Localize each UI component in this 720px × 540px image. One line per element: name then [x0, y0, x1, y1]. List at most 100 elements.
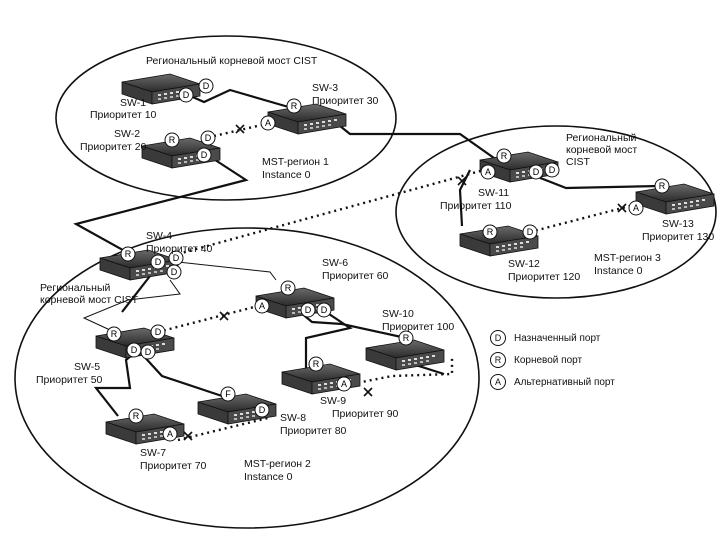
region-2-boundary	[14, 227, 480, 529]
port-letter: A	[485, 167, 491, 177]
port-letter: R	[169, 135, 176, 145]
port-letter: D	[321, 305, 328, 315]
port-badge-root: R	[128, 408, 144, 424]
port-badge-designated: D	[300, 302, 316, 318]
blocked-x-marker	[617, 203, 627, 213]
switch-label-sw2: SW-2	[114, 128, 141, 140]
switch-priority-sw6: Приоритет 60	[322, 270, 389, 282]
region-3-instance: Instance 0	[594, 265, 643, 277]
region-3-root-label-text: Региональный корневой мост CIST	[566, 132, 638, 168]
port-letter: D	[205, 133, 212, 143]
switch-priority-sw2: Приоритет 20	[80, 141, 147, 153]
port-badge-alternate: A	[162, 426, 178, 442]
switch-priority-sw1: Приоритет 10	[90, 109, 157, 121]
port-badge-designated: D	[140, 344, 156, 360]
port-letter: R	[125, 249, 132, 259]
switch-priority-sw8: Приоритет 80	[280, 425, 347, 437]
port-badge-designated: D	[150, 324, 166, 340]
switch-label-sw3: SW-3	[312, 82, 339, 94]
legend-text: Альтернативный порт	[514, 376, 615, 388]
switch-label-sw5: SW-5	[74, 361, 101, 373]
switch-icon-sw13	[635, 183, 715, 215]
port-badge-designated: D	[166, 264, 182, 280]
switch-label-sw9: SW-9	[320, 395, 347, 407]
port-badge-alternate: A	[260, 115, 276, 131]
port-badge-root: R	[398, 330, 414, 346]
switch-label-sw13: SW-13	[662, 218, 694, 230]
legend-item-alternate: A Альтернативный порт	[490, 374, 615, 390]
port-badge-alternate: A	[628, 200, 644, 216]
switch-label-sw8: SW-8	[280, 412, 307, 424]
port-letter: D	[305, 305, 312, 315]
port-letter: D	[183, 90, 190, 100]
blocked-x-marker	[235, 124, 245, 134]
legend-item-designated: D Назначенный порт	[490, 330, 600, 346]
region-3-root-label: Региональный корневой мост CIST	[566, 132, 656, 168]
region-3-boundary	[395, 125, 717, 299]
port-badge-designated: D	[178, 87, 194, 103]
port-badge-designated: D	[254, 402, 270, 418]
port-letter: D	[527, 227, 534, 237]
port-letter: D	[145, 347, 152, 357]
designated-port-icon: D	[490, 330, 506, 346]
port-letter: R	[111, 329, 118, 339]
port-badge-root: R	[496, 148, 512, 164]
port-badge-root: R	[286, 98, 302, 114]
switch-priority-sw9: Приоритет 90	[332, 408, 399, 420]
switch-name: SW-1	[120, 97, 147, 109]
port-letter: D	[131, 345, 138, 355]
region-1-boundary	[55, 35, 397, 201]
port-letter: A	[265, 118, 271, 128]
switch-priority-sw12: Приоритет 120	[508, 271, 581, 283]
port-badge-alternate: A	[254, 298, 270, 314]
port-letter: R	[285, 283, 292, 293]
blocked-x-marker	[457, 176, 467, 186]
port-letter: R	[403, 333, 410, 343]
port-badge-designated: D	[522, 224, 538, 240]
region-1-title: MST-регион 1	[262, 156, 329, 168]
port-badge-designated: D	[316, 302, 332, 318]
port-letter: D	[155, 327, 162, 337]
blocked-x-marker	[219, 311, 229, 321]
switch-priority-sw7: Приоритет 70	[140, 460, 207, 472]
port-letter: D	[549, 165, 556, 175]
switch-priority-sw10: Приоритет 100	[382, 321, 455, 333]
port-letter: R	[291, 101, 298, 111]
legend-text: Корневой порт	[514, 354, 583, 366]
port-badges: D D R D D R A R A D D R D R A R D D D R …	[106, 78, 670, 442]
port-badge-root: R	[482, 224, 498, 240]
port-letter: R	[313, 359, 320, 369]
switch-label-sw11: SW-11	[478, 187, 510, 199]
port-letter: A	[341, 379, 347, 389]
port-badge-designated: D	[196, 147, 212, 163]
switch-icon-sw3	[267, 103, 347, 135]
switch-priority-sw5: Приоритет 50	[36, 374, 103, 386]
switch-priority-sw4: Приоритет 40	[146, 243, 213, 255]
switch-label-sw1: SW-1	[120, 97, 146, 109]
port-badge-designated: D	[544, 162, 560, 178]
switch-label-sw7: SW-7	[140, 447, 167, 459]
port-letter: R	[501, 151, 508, 161]
port-badge-alternate: A	[480, 164, 496, 180]
blocked-links	[157, 122, 631, 442]
region-1-root-label: Региональный корневой мост CIST	[146, 55, 318, 67]
region-3-title: MST-регион 3	[594, 252, 661, 264]
port-badge-designated: D	[200, 130, 216, 146]
port-badge-alternate: A	[336, 376, 352, 392]
port-badge-other: F	[220, 386, 236, 402]
region-2-root-label: Региональный корневой мост CIST	[40, 282, 150, 306]
port-badge-root: R	[120, 246, 136, 262]
port-badge-root: R	[654, 178, 670, 194]
port-badge-designated: D	[126, 342, 142, 358]
blocked-x-marker	[363, 387, 373, 397]
region-2-title: MST-регион 2	[244, 458, 311, 470]
port-letter: A	[259, 301, 265, 311]
port-badge-root: R	[280, 280, 296, 296]
port-badge-designated: D	[150, 254, 166, 270]
region-2-instance: Instance 0	[244, 471, 293, 483]
legend-item-root: R Корневой порт	[490, 352, 582, 368]
port-badge-root: R	[308, 356, 324, 372]
port-letter: D	[203, 81, 210, 91]
port-letter: D	[155, 257, 162, 267]
